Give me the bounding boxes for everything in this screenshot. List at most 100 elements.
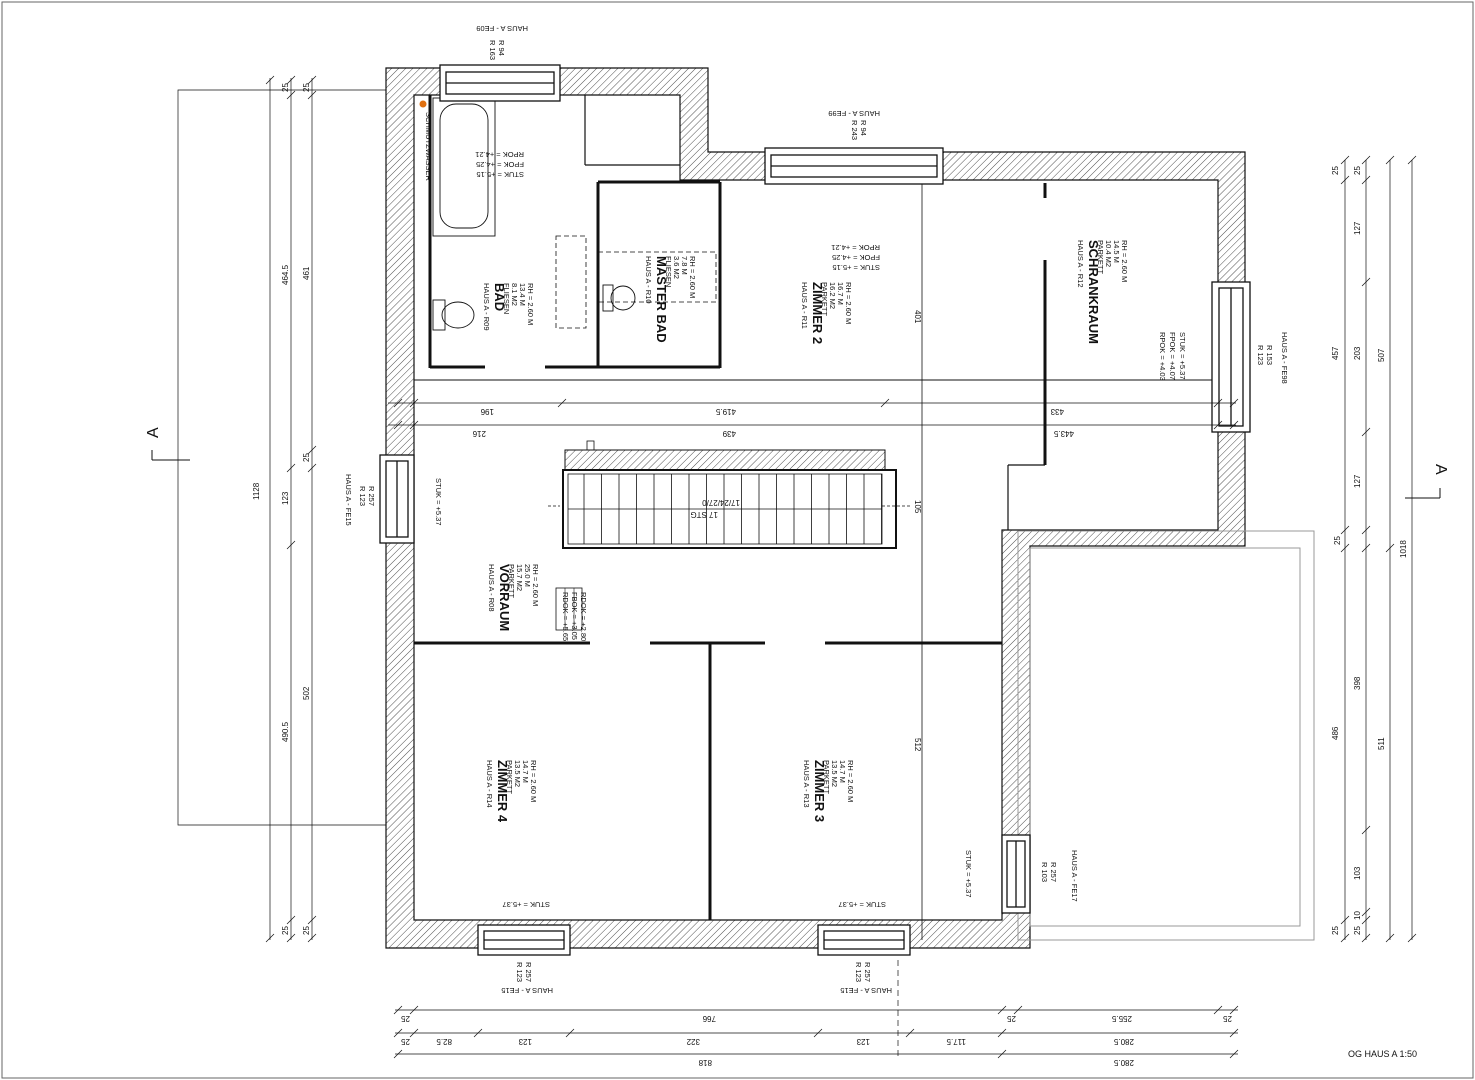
dim-left-c1-2: 123 [281, 491, 290, 505]
height-z2-2: FPOK = +4.25 [832, 253, 880, 262]
window-fe99 [764, 147, 944, 185]
dim-left-total: 1128 [252, 482, 261, 500]
room-zimmer3-name: ZIMMER 3 [812, 760, 827, 822]
height-sr-1: RPOK = +4.03 [1158, 332, 1167, 381]
dim-right-c2-3: 25 [1331, 926, 1340, 935]
dim-int-r1-1: 419.5 [715, 407, 736, 416]
dim-left-c1-0: 25 [281, 83, 290, 92]
window-fe15w-name: HAUS A - FE15 [344, 474, 353, 526]
room-zimmer4-perimeter: 14.7 M [521, 760, 530, 783]
dim-left-c1-3: 490.5 [281, 721, 290, 742]
dim-tick [286, 90, 296, 100]
dim-tick [905, 1028, 915, 1038]
room-zimmer-3: HAUS A - R13 ZIMMER 3 PARKETT 13.5 M2 14… [802, 760, 855, 822]
section-label-left: A [145, 427, 162, 438]
dim-right-c2-1: 457 [1331, 346, 1340, 360]
window-fe09-dim1: R 163 [488, 40, 497, 60]
dim-tick [409, 1028, 419, 1038]
toilet [432, 299, 475, 331]
height-vr-2: FBOK = +3.05 [570, 592, 579, 640]
window-fe15a-dim2: R 257 [524, 962, 533, 982]
dim-tick [307, 463, 317, 473]
room-zimmer3-floor: PARKETT [822, 760, 831, 794]
window-fe98 [1211, 281, 1251, 433]
room-bad-area: 8.1 M2 [510, 283, 519, 306]
room-zimmer4-height: RH = 2.60 M [529, 760, 538, 802]
dim-bot-r2-3: 322 [686, 1037, 700, 1046]
left-dim-ticks [265, 75, 317, 943]
dim-tick [307, 915, 317, 925]
window-fe17-name: HAUS A - FE17 [1070, 850, 1079, 902]
dim-tick [1229, 1049, 1239, 1059]
window-fe09-dim2: R 94 [497, 40, 506, 56]
dim-tick [1361, 277, 1371, 287]
height-bad-1: STUK = +5.15 [476, 170, 524, 179]
dim-tick [307, 933, 317, 943]
room-vorraum: HAUS A - R08 VORRAUM PARKETT 15.7 M2 25.… [487, 564, 540, 631]
section-marker-right: A [1405, 464, 1449, 499]
dim-tick [393, 398, 403, 408]
dim-bot-r3-1: 280.5 [1113, 1058, 1134, 1067]
room-zimmer2-name: ZIMMER 2 [810, 282, 825, 344]
room-bad: HAUS A - R09 BAD FLIESEN 8.1 M2 13.4 M R… [482, 283, 535, 331]
dim-tick [1361, 915, 1371, 925]
exterior-walls [385, 67, 1246, 949]
dim-right-c1-6: 103 [1353, 866, 1362, 880]
dim-left-c2-0: 25 [302, 83, 311, 92]
dim-bot-r1-4: 25 [1223, 1014, 1232, 1023]
dim-right-c2-0: 25 [1331, 166, 1340, 175]
bottom-dim-lines [395, 960, 1238, 1060]
room-zimmer-2: HAUS A - R11 ZIMMER 2 PARKETT 16.2 M2 16… [800, 282, 853, 344]
dim-bot-r2-6: 280.5 [1113, 1037, 1134, 1046]
height-stuk-vorraum: STUK = +5.37 [434, 478, 443, 526]
dim-int-r2-0: 216 [472, 429, 486, 438]
window-fe17-dim2: R 257 [1049, 862, 1058, 882]
interior-dim-ticks [393, 398, 1239, 430]
window-fe15w-dim2: R 257 [367, 486, 376, 506]
dim-int-r1-0: 196 [480, 407, 494, 416]
window-fe99-name: HAUS A - FE99 [828, 109, 880, 118]
dim-tick [307, 90, 317, 100]
room-vorraum-height: RH = 2.60 M [531, 564, 540, 606]
dim-tick [265, 933, 275, 943]
dim-bot-r2-4: 123 [856, 1037, 870, 1046]
dim-tick [393, 420, 403, 430]
dim-tick [1385, 543, 1395, 553]
dim-left-c2-3: 502 [302, 686, 311, 700]
dim-tick [1340, 525, 1350, 535]
dim-tick [286, 915, 296, 925]
dim-right-c1-7: 25 [1353, 926, 1362, 935]
dim-tick [1340, 933, 1350, 943]
dim-bot-r1-1: 766 [702, 1014, 716, 1023]
dim-int-r1-2: 433 [1050, 407, 1064, 416]
room-vorraum-name: VORRAUM [497, 564, 512, 631]
dim-tick [1361, 155, 1371, 165]
dim-tick [1340, 155, 1350, 165]
dim-tick [1361, 825, 1371, 835]
window-fe15-south-b [817, 924, 911, 956]
stair-ratio: 17/24/27/0 [702, 498, 740, 507]
dim-left-c2-2: 25 [302, 453, 311, 462]
height-stuk-fe17: STUK = +5.37 [964, 850, 973, 898]
dim-tick [1361, 933, 1371, 943]
room-zimmer2-floor: PARKETT [820, 282, 829, 316]
window-fe09-name: HAUS A - FE09 [476, 24, 528, 33]
window-fe98-dim1: R 123 [1256, 345, 1265, 365]
dim-tick [409, 420, 419, 430]
dim-tick [286, 75, 296, 85]
dim-tick [813, 1028, 823, 1038]
heights-zimmer2: STUK = +5.15 FPOK = +4.25 RPOK = +4.21 [831, 243, 880, 272]
dim-right-c1-0: 25 [1353, 166, 1362, 175]
dim-tick [880, 398, 890, 408]
stair-label: 17 STG [690, 510, 718, 519]
room-bad-perimeter: 13.4 M [518, 283, 527, 306]
height-vr-3: RDOK = +2.80 [579, 592, 588, 641]
height-z2-3: RPOK = +4.21 [831, 243, 880, 252]
room-masterbad-area: 3.6 M2 [672, 256, 681, 279]
window-fe99-dim1: R 243 [850, 120, 859, 140]
window-fe15b-dim1: R 123 [854, 962, 863, 982]
dim-tick [265, 75, 275, 85]
room-vorraum-area: 15.7 M2 [515, 564, 524, 591]
dim-bot-r1-3: 255.5 [1111, 1014, 1132, 1023]
dim-tick [1385, 933, 1395, 943]
